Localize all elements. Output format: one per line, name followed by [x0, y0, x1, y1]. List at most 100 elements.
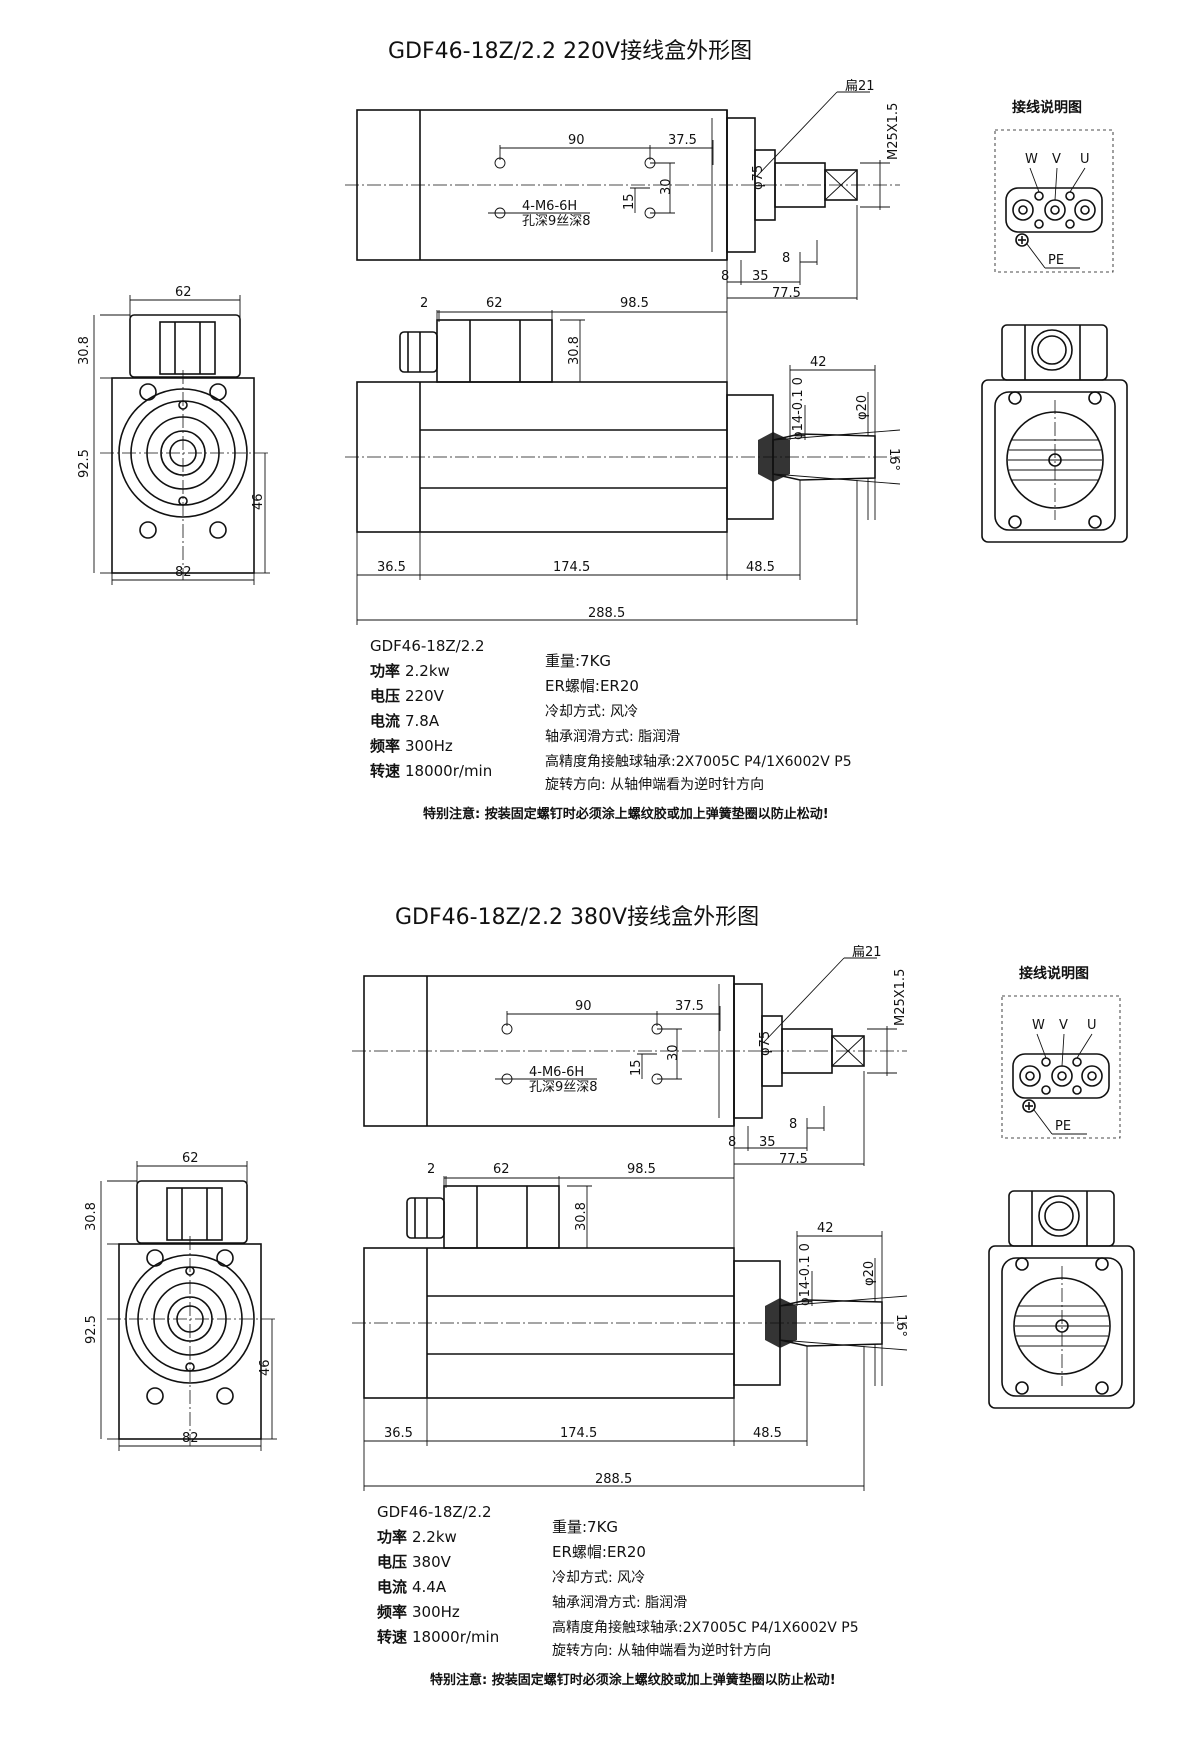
dim-16deg: 16°: [886, 448, 901, 471]
spec-current-value: 7.8A: [405, 712, 440, 730]
spec-lubrication: 轴承润滑方式: 脂润滑: [545, 728, 680, 745]
dim-98-5: 98.5: [620, 296, 649, 311]
dim-48-5: 48.5: [753, 1426, 782, 1441]
sheet-title: GDF46-18Z/2.2 220V接线盒外形图: [388, 39, 752, 64]
thread-label: M25X1.5: [893, 969, 908, 1026]
spec-voltage-value: 380V: [412, 1553, 452, 1571]
dim-15: 15: [622, 193, 637, 210]
dim-98-5: 98.5: [627, 1162, 656, 1177]
spec-bearings: 高精度角接触球轴承:2X7005C P4/1X6002V P5: [552, 1619, 859, 1636]
dim-phi75: φ75: [758, 1031, 773, 1056]
spec-current-label: 电流: [377, 1578, 407, 1596]
hole-depth-label: 孔深9丝深8: [522, 214, 591, 229]
dim-92-5: 92.5: [84, 1315, 99, 1344]
dim-174-5: 174.5: [560, 1426, 597, 1441]
dim-8a: 8: [728, 1135, 736, 1150]
terminal-v: V: [1059, 1018, 1068, 1033]
dim-phi20: φ20: [862, 1261, 877, 1286]
dim-288-5: 288.5: [595, 1472, 632, 1487]
model-label: GDF46-18Z/2.2: [377, 1503, 492, 1521]
spec-lubrication: 轴承润滑方式: 脂润滑: [552, 1594, 687, 1611]
spec-frequency-label: 频率: [377, 1603, 407, 1621]
sheet-title: GDF46-18Z/2.2 380V接线盒外形图: [395, 905, 759, 930]
thread-label: M25X1.5: [886, 103, 901, 160]
dim-42: 42: [817, 1221, 834, 1236]
dim-8a: 8: [721, 269, 729, 284]
pe-label: PE: [1048, 253, 1064, 268]
spec-weight: 重量:7KG: [552, 1518, 618, 1536]
dim-phi75: φ75: [751, 165, 766, 190]
flat-label: 扁21: [852, 945, 882, 960]
dim-174-5: 174.5: [553, 560, 590, 575]
terminal-w: W: [1025, 152, 1038, 167]
spec-power-label: 功率: [377, 1528, 407, 1546]
dim-62-front: 62: [175, 285, 192, 300]
pe-label: PE: [1055, 1119, 1071, 1134]
dim-42: 42: [810, 355, 827, 370]
dim-phi14: φ14-0.1 0: [798, 1243, 813, 1306]
sheet-220v-text: GDF46-18Z/2.2 220V接线盒外形图 接线说明图 W V U PE …: [77, 39, 1090, 822]
spec-er-nut: ER螺帽:ER20: [552, 1543, 646, 1561]
spec-power-value: 2.2kw: [405, 662, 450, 680]
dim-82: 82: [182, 1431, 199, 1446]
hole-depth-label: 孔深9丝深8: [529, 1080, 598, 1095]
dim-62-side: 62: [493, 1162, 510, 1177]
dim-30-8-side: 30.8: [567, 336, 582, 365]
spec-cooling: 冷却方式: 风冷: [545, 704, 638, 720]
dim-35: 35: [759, 1135, 776, 1150]
dim-36-5: 36.5: [384, 1426, 413, 1441]
spec-voltage-label: 电压: [370, 687, 400, 705]
wiring-title: 接线说明图: [1019, 965, 1089, 982]
dim-30-8-front: 30.8: [84, 1202, 99, 1231]
dim-phi20: φ20: [855, 395, 870, 420]
terminal-u: U: [1080, 152, 1090, 167]
spec-frequency-value: 300Hz: [412, 1603, 460, 1621]
spec-cooling: 冷却方式: 风冷: [552, 1570, 645, 1586]
dim-37-5: 37.5: [668, 133, 697, 148]
spec-voltage-label: 电压: [377, 1553, 407, 1571]
dim-2: 2: [420, 296, 428, 311]
dim-37-5: 37.5: [675, 999, 704, 1014]
dim-46: 46: [258, 1359, 273, 1376]
special-note: 特别注意: 按装固定螺钉时必须涂上螺纹胶或加上弹簧垫圈以防止松动!: [423, 806, 829, 822]
spec-current-label: 电流: [370, 712, 400, 730]
dim-82: 82: [175, 565, 192, 580]
spec-er-nut: ER螺帽:ER20: [545, 677, 639, 695]
spec-speed-value: 18000r/min: [405, 762, 492, 780]
terminal-u: U: [1087, 1018, 1097, 1033]
terminal-w: W: [1032, 1018, 1045, 1033]
dim-77-5: 77.5: [772, 286, 801, 301]
spec-voltage-value: 220V: [405, 687, 445, 705]
spec-frequency-value: 300Hz: [405, 737, 453, 755]
dim-288-5: 288.5: [588, 606, 625, 621]
dim-30-8-front: 30.8: [77, 336, 92, 365]
spec-rotation: 旋转方向: 从轴伸端看为逆时针方向: [545, 777, 764, 793]
terminal-v: V: [1052, 152, 1061, 167]
dim-2: 2: [427, 1162, 435, 1177]
dim-62-side: 62: [486, 296, 503, 311]
dim-30: 30: [666, 1044, 681, 1061]
spec-frequency-label: 频率: [370, 737, 400, 755]
dim-8b: 8: [782, 251, 790, 266]
model-label: GDF46-18Z/2.2: [370, 637, 485, 655]
spec-current-value: 4.4A: [412, 1578, 447, 1596]
dim-16deg: 16°: [893, 1314, 908, 1337]
spec-power-label: 功率: [370, 662, 400, 680]
dim-8b: 8: [789, 1117, 797, 1132]
special-note: 特别注意: 按装固定螺钉时必须涂上螺纹胶或加上弹簧垫圈以防止松动!: [430, 1672, 836, 1688]
spec-weight: 重量:7KG: [545, 652, 611, 670]
dim-phi14: φ14-0.1 0: [791, 377, 806, 440]
dim-48-5: 48.5: [746, 560, 775, 575]
dim-35: 35: [752, 269, 769, 284]
dim-30: 30: [659, 178, 674, 195]
dim-77-5: 77.5: [779, 1152, 808, 1167]
dim-62-front: 62: [182, 1151, 199, 1166]
dim-46: 46: [251, 493, 266, 510]
spec-power-value: 2.2kw: [412, 1528, 457, 1546]
spec-bearings: 高精度角接触球轴承:2X7005C P4/1X6002V P5: [545, 753, 852, 770]
dim-15: 15: [629, 1059, 644, 1076]
sheet-380v-text: GDF46-18Z/2.2 380V接线盒外形图 接线说明图 W V U PE …: [84, 905, 1097, 1688]
dim-30-8-side: 30.8: [574, 1202, 589, 1231]
dim-92-5: 92.5: [77, 449, 92, 478]
